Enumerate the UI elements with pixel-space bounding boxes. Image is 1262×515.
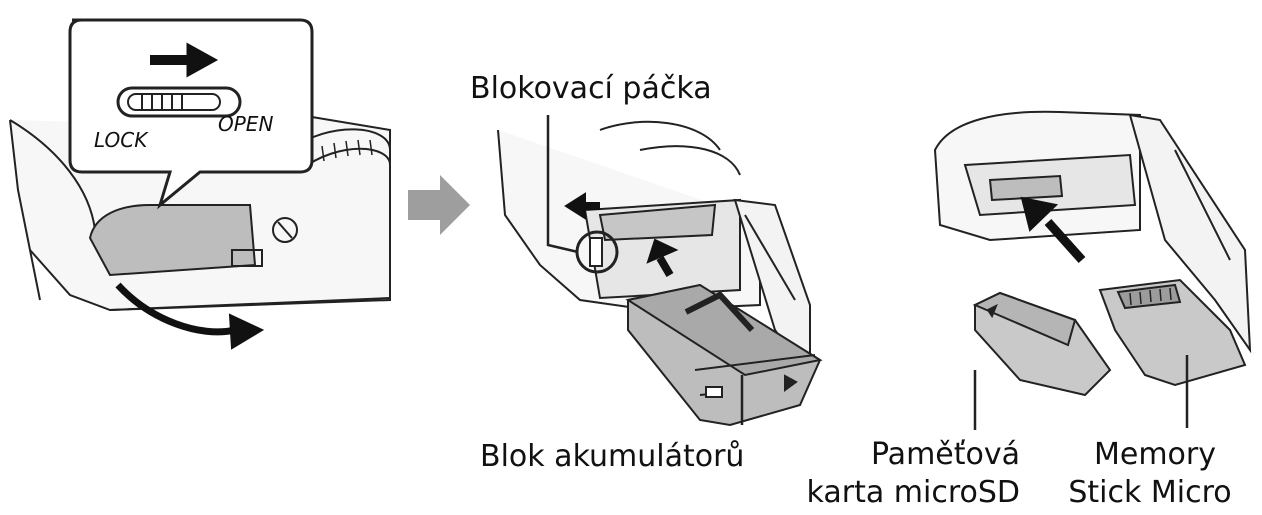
lever-label: Blokovací páčka — [470, 71, 712, 106]
microsd-label-line2: karta microSD — [806, 475, 1020, 510]
open-label: OPEN — [218, 112, 274, 136]
microsd-card — [972, 291, 1112, 397]
panel-insert-card — [933, 110, 1252, 430]
battery-label: Blok akumulátorů — [480, 439, 745, 474]
memory-stick-micro-card — [1098, 278, 1247, 387]
lock-label: LOCK — [94, 128, 148, 152]
lock-callout-bubble — [68, 18, 314, 210]
battery-pack — [625, 283, 823, 427]
step-arrow-icon — [408, 175, 470, 235]
memory-stick-label-line1: Memory — [1093, 437, 1216, 472]
panel-insert-battery — [497, 115, 823, 427]
microsd-label-line1: Paměťová — [870, 437, 1020, 472]
memory-stick-label-line2: Stick Micro — [1068, 475, 1232, 510]
